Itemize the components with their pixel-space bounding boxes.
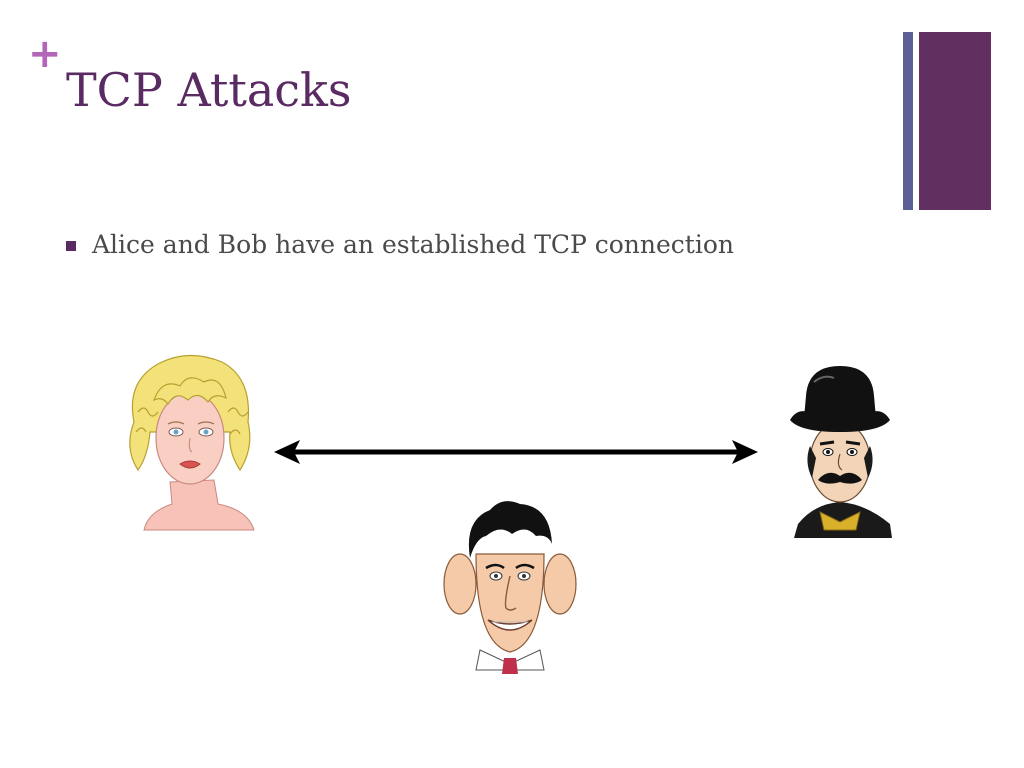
double-arrow-icon [274, 440, 758, 464]
square-bullet-icon [66, 241, 76, 251]
accent-bar-wide [919, 32, 991, 210]
accent-bar-thin [903, 32, 913, 210]
bullet-item: Alice and Bob have an established TCP co… [66, 228, 734, 262]
bullet-text: Alice and Bob have an established TCP co… [92, 230, 735, 259]
slide-title: TCP Attacks [66, 63, 352, 117]
bowler-hat-man-icon [790, 366, 892, 538]
blonde-woman-icon [129, 354, 255, 531]
plus-icon: + [28, 31, 62, 77]
big-ears-man-icon [443, 501, 577, 674]
